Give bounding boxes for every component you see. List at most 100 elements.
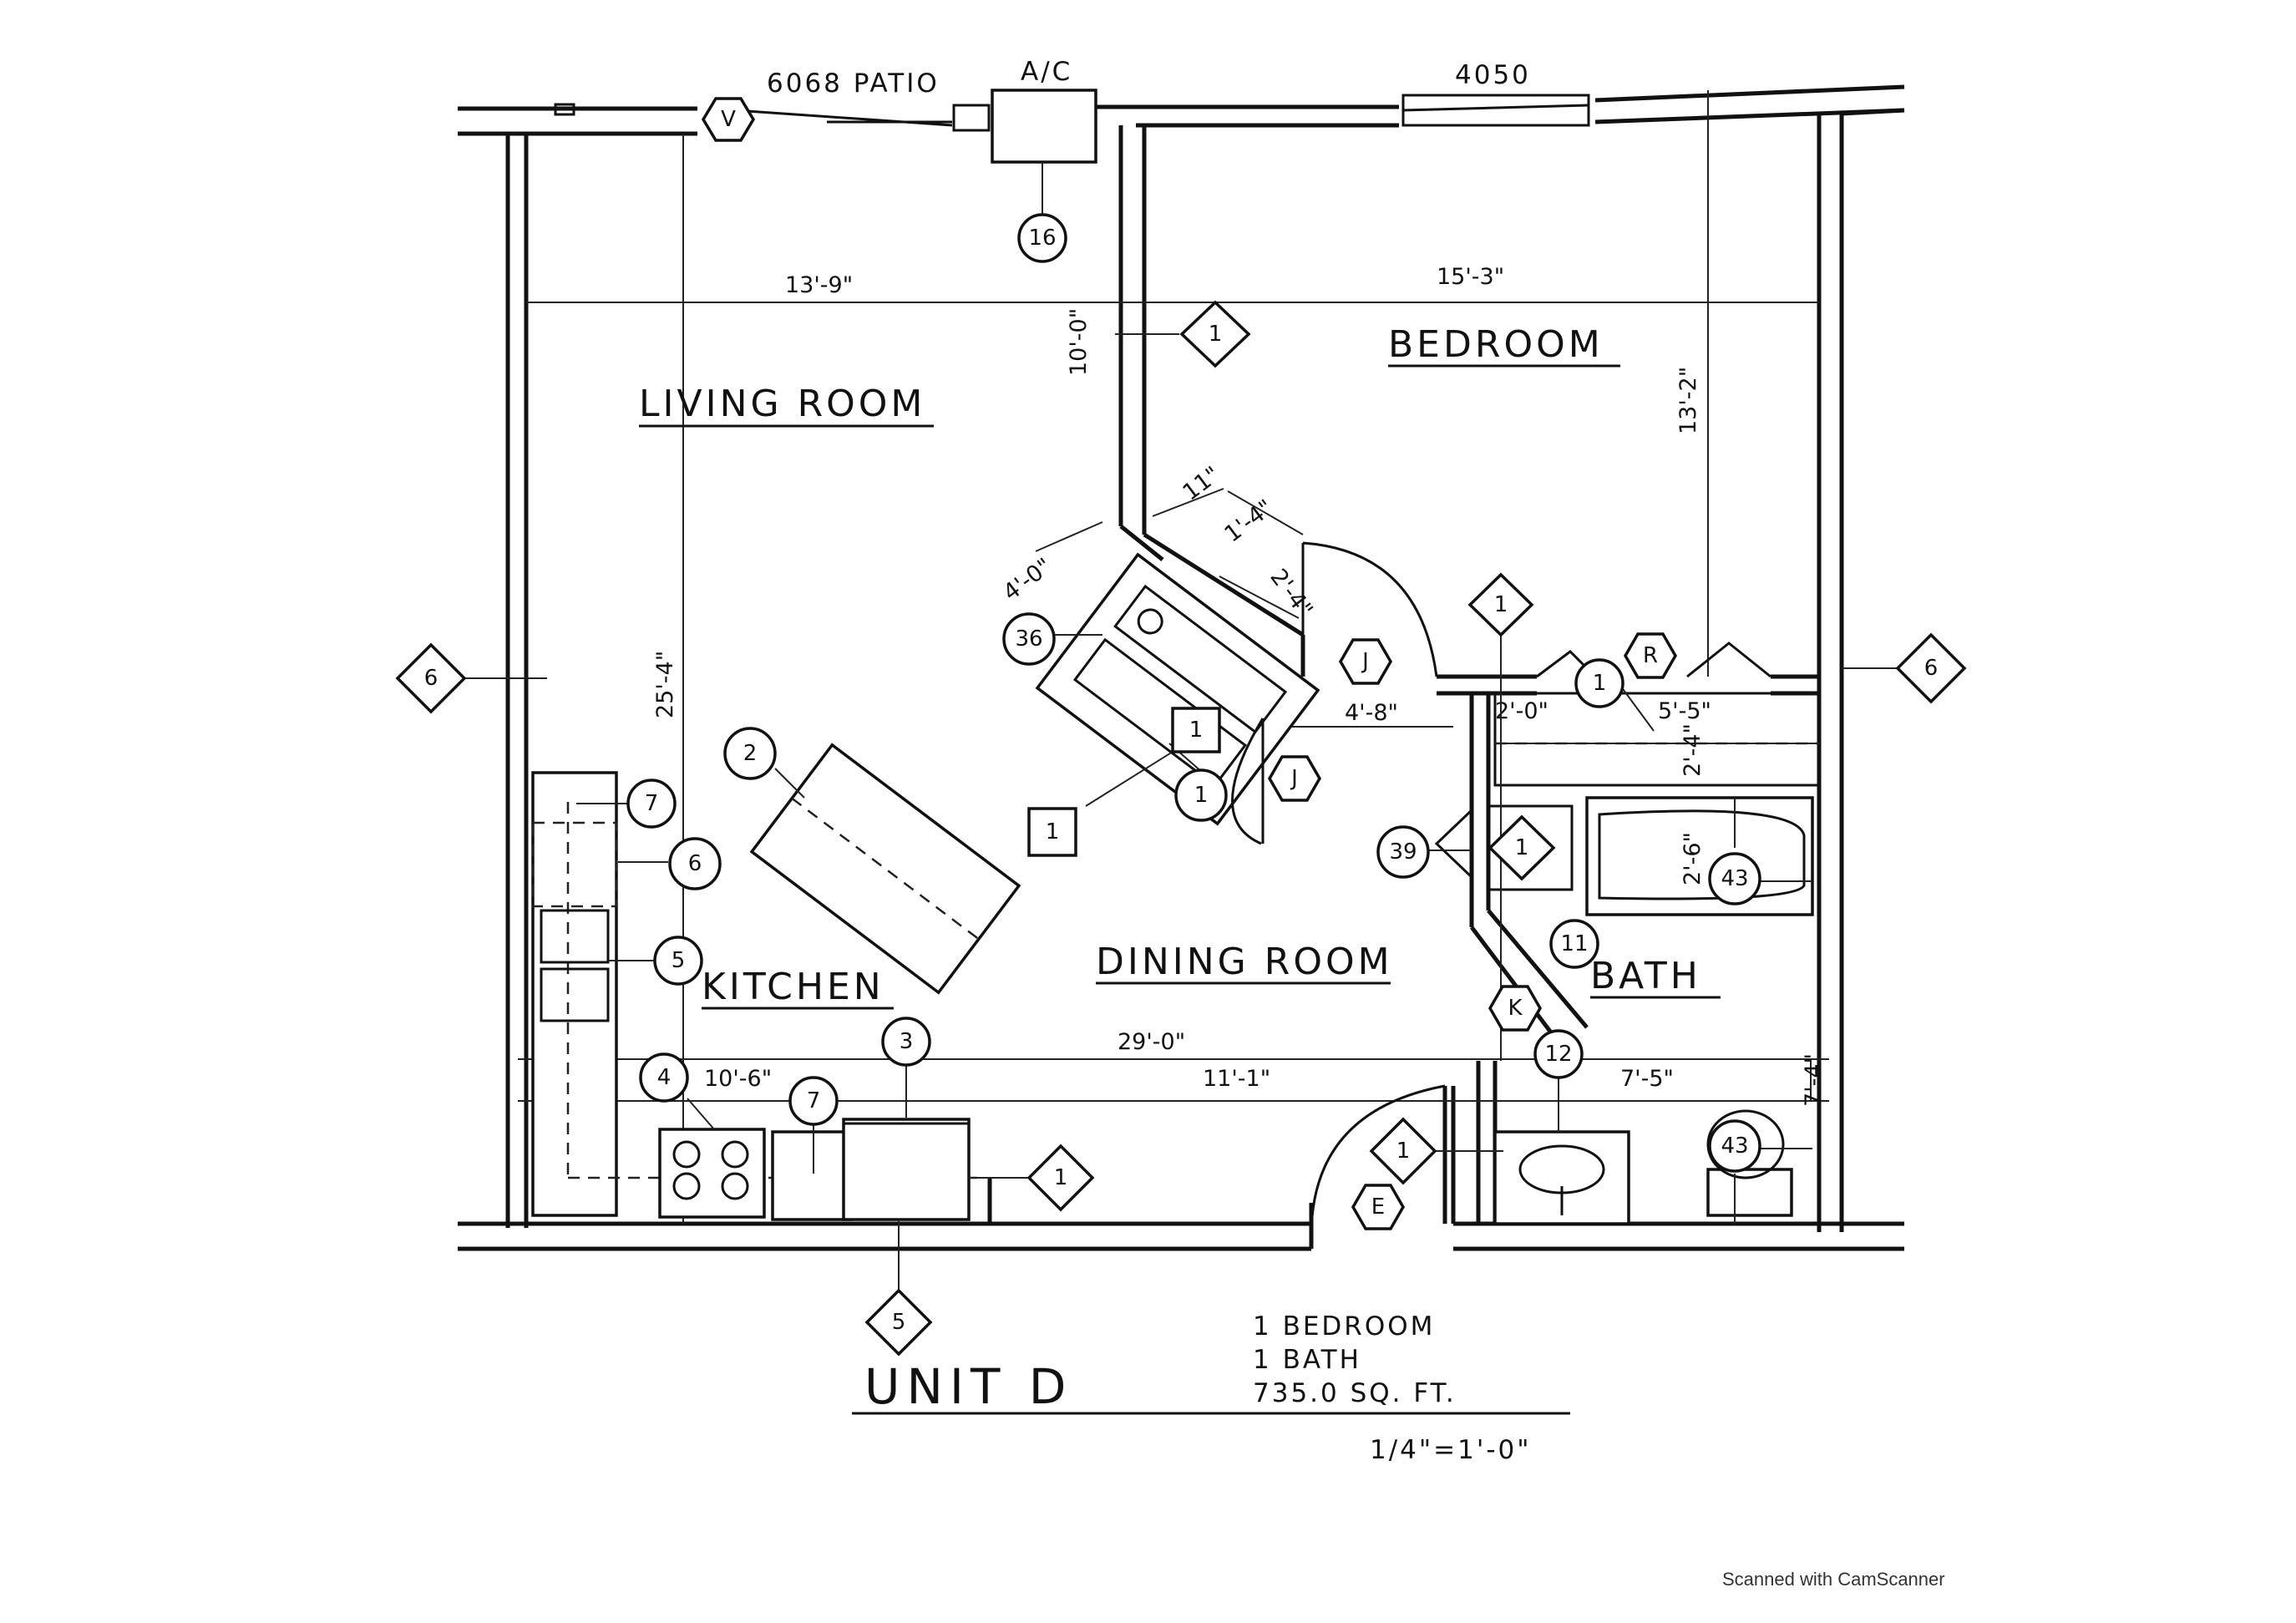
tag-6a-text: 6 [424,666,438,691]
tag-6-circle-text: 6 [688,851,702,876]
tag-11-circle [1549,919,1599,969]
tag-4-text: 4 [657,1065,672,1090]
toilet-tank [1706,1168,1793,1217]
unit-title: UNIT D [864,1358,1072,1415]
tag-c1a-text: 1 [1194,783,1209,808]
tag-3-text: 3 [900,1029,914,1054]
tag-16-circle [1017,213,1067,263]
tag-1-diamond-d [1026,1144,1095,1212]
tub-basin [1598,809,1806,900]
tag-1b-text: 1 [1494,592,1508,617]
dim-closet-f: 5'-5" [1658,698,1711,724]
tag-6-diamond-left [395,642,467,714]
dim-closet-e: 2'-0" [1495,698,1548,724]
wall-cabinet-outline [531,821,618,908]
tag-43a-text: 43 [1721,866,1748,891]
tag-r-hexagon [1623,632,1678,679]
tag-12-circle [1533,1029,1584,1079]
kitchen-fixtures [531,771,977,1221]
toilet-bowl [1706,1109,1785,1179]
closet-shelf-box [1493,692,1821,787]
dimension-lines [518,90,1829,1224]
dim-living-width: 13'-9" [785,272,853,298]
entry-door-swing [1310,1084,1446,1237]
bath-fixtures [1487,796,1814,1225]
dining-table [749,743,1021,995]
bedroom-door-swing [1302,541,1438,677]
scanner-watermark: Scanned with CamScanner [1722,1569,1945,1590]
tag-5d-text: 5 [892,1310,906,1335]
tag-7-circle-a [626,779,677,829]
tag-j2-text: J [1290,766,1298,791]
tag-7b-text: 7 [807,1088,821,1113]
dim-living-depth: 10'-0" [1066,308,1092,376]
range [658,1128,766,1219]
exterior-walls [458,84,1905,1251]
tag-4-circle [639,1052,689,1103]
patio-door-label: 6068 PATIO [767,68,940,99]
counter-segment [771,1130,854,1221]
refrigerator [842,1118,971,1221]
tag-1-square-a [1171,707,1221,753]
tag-6-diamond-right [1895,632,1967,704]
summary-bedrooms: 1 BEDROOM [1253,1311,1435,1342]
tag-c1b-text: 1 [1593,671,1607,696]
tag-e-text: E [1371,1194,1385,1220]
tag-v-hexagon [701,97,756,142]
tag-1-diamond-a [1179,300,1251,368]
dim-dining: 11'-1" [1203,1066,1270,1092]
tag-j-hexagon-a [1338,638,1393,685]
openings [554,89,1590,164]
tag-k-hexagon [1488,985,1543,1032]
tag-r-text: R [1643,643,1658,668]
tag-7-circle-b [788,1076,839,1126]
tag-43-circle-b [1708,1119,1761,1173]
burner-3 [672,1172,701,1200]
tag-16-text: 16 [1028,226,1056,251]
tag-39-circle [1376,825,1430,879]
tag-5-text: 5 [672,948,686,973]
tag-36-text: 36 [1015,626,1042,652]
burner-2 [721,1140,749,1169]
room-labels: LIVING ROOM BEDROOM KITCHEN DINING ROOM … [639,323,1721,1010]
tag-1-square-b [1027,807,1077,857]
kitchen-counter-left [531,771,618,1217]
ac-unit [991,89,1097,164]
dim-bedroom-depth: 13'-2" [1675,367,1701,434]
dim-tub: 2'-6" [1680,832,1706,885]
dim-closet-a: 4'-0" [999,553,1057,606]
tag-7a-text: 7 [645,791,659,816]
tag-k-text: K [1508,996,1523,1021]
dim-kitchen: 10'-6" [704,1066,772,1092]
bifold-right [1686,642,1771,678]
dim-closet-g: 2'-4" [1680,723,1706,777]
kitchen-label: KITCHEN [702,966,884,1008]
tag-leaders [454,162,1913,1291]
title-block: UNIT D 1 BEDROOM 1 BATH 735.0 SQ. FT. 1/… [852,1311,1570,1465]
dim-closet-b: 11" [1178,462,1225,506]
tag-43b-text: 43 [1721,1134,1748,1159]
dim-overall: 29'-0" [1118,1029,1185,1055]
tag-5-circle [653,936,703,986]
scale-note: 1/4"=1'-0" [1370,1435,1532,1465]
dim-bath-width: 7'-5" [1620,1066,1674,1092]
tag-1-circle-b [1574,658,1624,708]
dim-unit-depth: 25'-4" [652,651,678,718]
tag-v-text: V [721,107,736,132]
water-heater-valve [1137,608,1163,635]
bedroom-closet [1493,692,1821,787]
tag-1-circle-a [1174,768,1228,822]
closet-body [1035,552,1320,826]
tag-6-circle [668,837,722,890]
living-room-label: LIVING ROOM [639,383,925,425]
tag-e-hexagon [1351,1184,1406,1230]
tag-1c-text: 1 [1515,835,1529,860]
dining-room-label: DINING ROOM [1096,941,1393,983]
closet-shelf [1113,584,1288,734]
summary-baths: 1 BATH [1253,1345,1361,1375]
callout-tags: V 16 1 6 6 2 36 1 1 1 J J 1 R 1 7 6 [395,97,1967,1357]
tag-j1-text: J [1361,649,1369,674]
tag-6b-text: 6 [1924,656,1939,681]
tag-39-text: 39 [1389,839,1417,865]
